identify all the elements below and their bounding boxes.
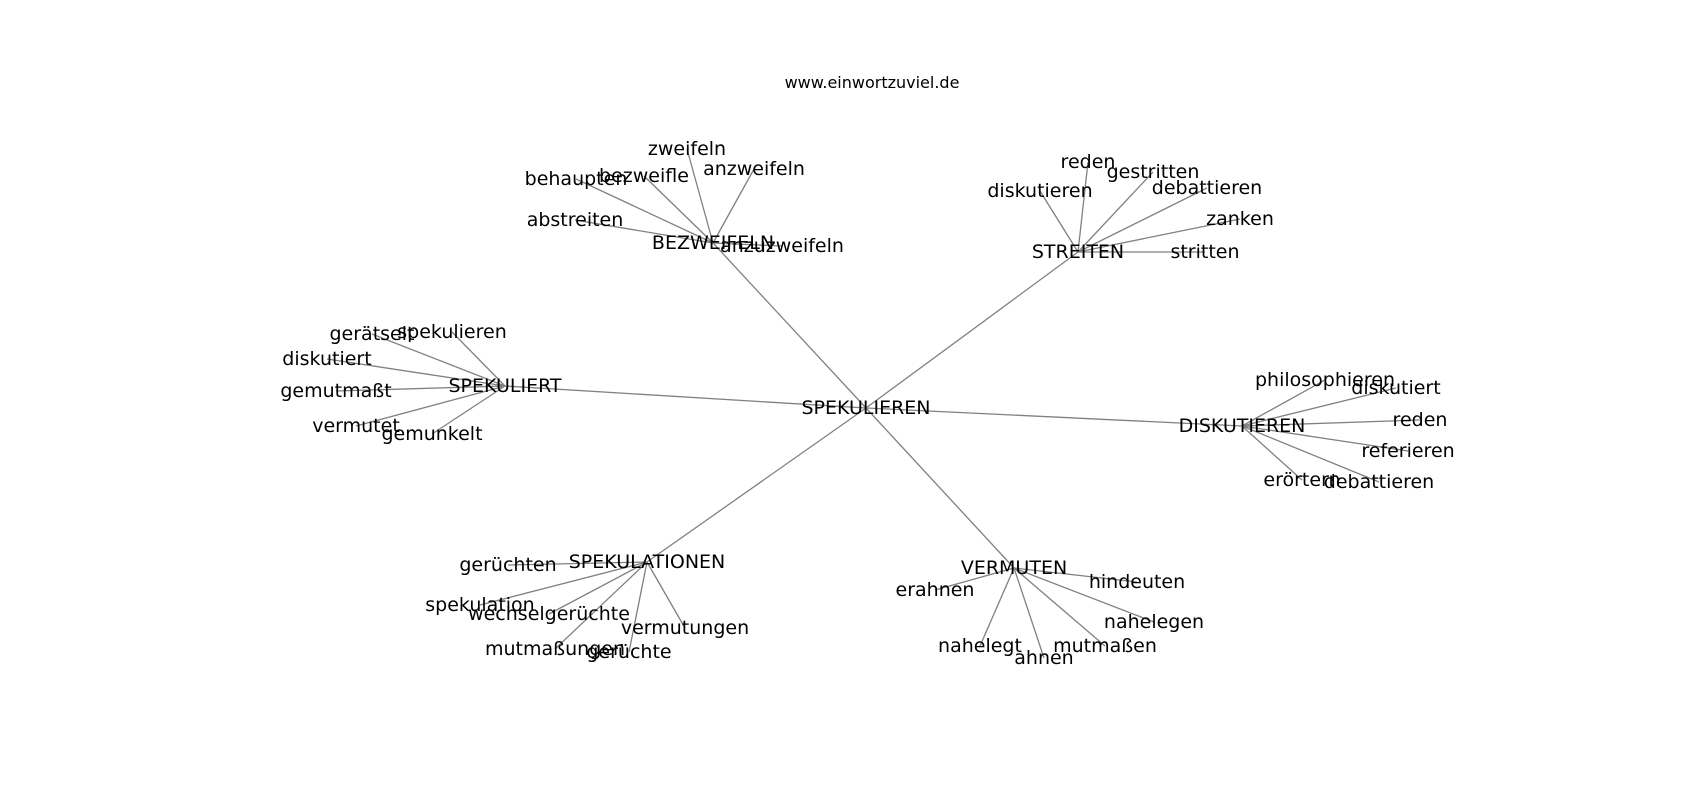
word-node-label: debattieren [1324,471,1434,493]
word-node-label: wechselgerüchte [468,603,630,625]
edge-hub-to-word [1241,425,1380,483]
edges [326,148,1421,659]
edge-hub-to-word [1077,187,1208,253]
word-node-label: spekulation [425,594,534,616]
word-node-label: anzweifeln [703,158,805,180]
word-node-label: gerüchte [586,641,671,663]
word-node-label: gerüchten [459,554,556,576]
root-node-label: SPEKULIEREN [802,397,931,419]
edge-hub-to-word [979,567,1015,647]
word-node-label: vermutet [312,415,400,437]
edge-hub-to-word [934,567,1015,591]
edge-hub-to-word [628,561,648,653]
edge-hub-to-word [643,175,714,244]
word-node-label: gestritten [1107,161,1200,183]
word-node-label: diskutiert [282,348,371,370]
edge-hub-to-word [1241,419,1421,427]
edge-root-to-hub [865,407,1015,569]
edge-root-to-hub [865,407,1243,427]
word-node-label: behaupten [525,168,628,190]
word-node-label: vermutungen [621,617,749,639]
edge-hub-to-word [548,561,648,615]
edge-hub-to-word [326,358,506,387]
word-node-label: referieren [1361,440,1454,462]
word-node-label: diskutiert [1351,377,1440,399]
edge-hub-to-word [479,561,648,606]
word-node-label: nahelegen [1104,611,1204,633]
edge-hub-to-word [575,178,714,244]
word-node-label: ahnen [1014,647,1073,669]
edge-hub-to-word [355,385,506,427]
edge-root-to-hub [646,407,867,563]
word-node-label: mutmaßen [1053,635,1157,657]
edge-hub-to-word [686,148,714,244]
word-node-label: zanken [1206,208,1274,230]
edge-hub-to-word [1077,218,1241,253]
edge-hub-to-word [1241,425,1409,452]
edge-hub-to-word [1241,379,1326,427]
word-node-label: gerätselt [330,323,415,345]
edge-hub-to-word [1241,425,1303,481]
word-node-label: philosophieren [1255,369,1395,391]
word-node-label: gemutmaßt [280,380,391,402]
edge-hub-to-word [1013,567,1045,659]
edge-hub-to-word [431,385,506,435]
word-node-label: debattieren [1152,177,1262,199]
edge-hub-to-word [1013,567,1106,647]
edge-hub-to-word [1013,567,1155,623]
word-node-label: hindeuten [1089,571,1185,593]
edge-hub-to-word [451,331,506,387]
hub-node-label: SPEKULATIONEN [569,551,726,573]
word-node-label: reden [1393,409,1448,431]
edge-hub-to-word [1077,171,1154,253]
edge-hub-to-word [712,242,783,247]
hub-node-label: BEZWEIFELN [652,232,774,254]
edge-hub-to-word [507,561,648,566]
word-node-label: anzuzweifeln [720,235,844,257]
edge-root-to-hub [712,242,867,409]
edge-hub-to-word [712,168,755,244]
word-node-label: bezweifle [599,165,689,187]
edge-hub-to-word [371,333,506,387]
word-node-label: diskutieren [987,180,1092,202]
edge-hub-to-word [1039,190,1079,253]
edge-hub-to-word [554,561,648,650]
edge-hub-to-word [574,219,714,244]
word-node-label: reden [1061,151,1116,173]
hub-node-label: DISKUTIEREN [1179,415,1306,437]
word-node-label: spekulieren [397,321,506,343]
edge-hub-to-word [1013,567,1138,583]
edge-hub-to-word [335,385,506,392]
word-node-label: erörtern [1263,469,1340,491]
word-node-label: erahnen [896,579,975,601]
word-node-label: mutmaßungen [485,638,625,660]
edge-root-to-hub [865,251,1079,409]
word-node-label: stritten [1170,241,1239,263]
edge-hub-to-word [646,561,686,629]
site-url: www.einwortzuviel.de [785,73,960,92]
hub-node-label: VERMUTEN [961,557,1067,579]
hub-node-label: STREITEN [1032,241,1124,263]
edge-hub-to-word [1077,161,1089,253]
word-node-label: nahelegt [938,635,1022,657]
hub-node-label: SPEKULIERT [449,375,562,397]
edge-hub-to-word [1241,387,1397,427]
word-node-label: gemunkelt [381,423,482,445]
word-node-label: zweifeln [648,138,726,160]
edge-root-to-hub [504,385,867,409]
word-node-label: abstreiten [527,209,624,231]
labels: www.einwortzuviel.de SPEKULIEREN BEZWEIFE… [280,73,1454,669]
